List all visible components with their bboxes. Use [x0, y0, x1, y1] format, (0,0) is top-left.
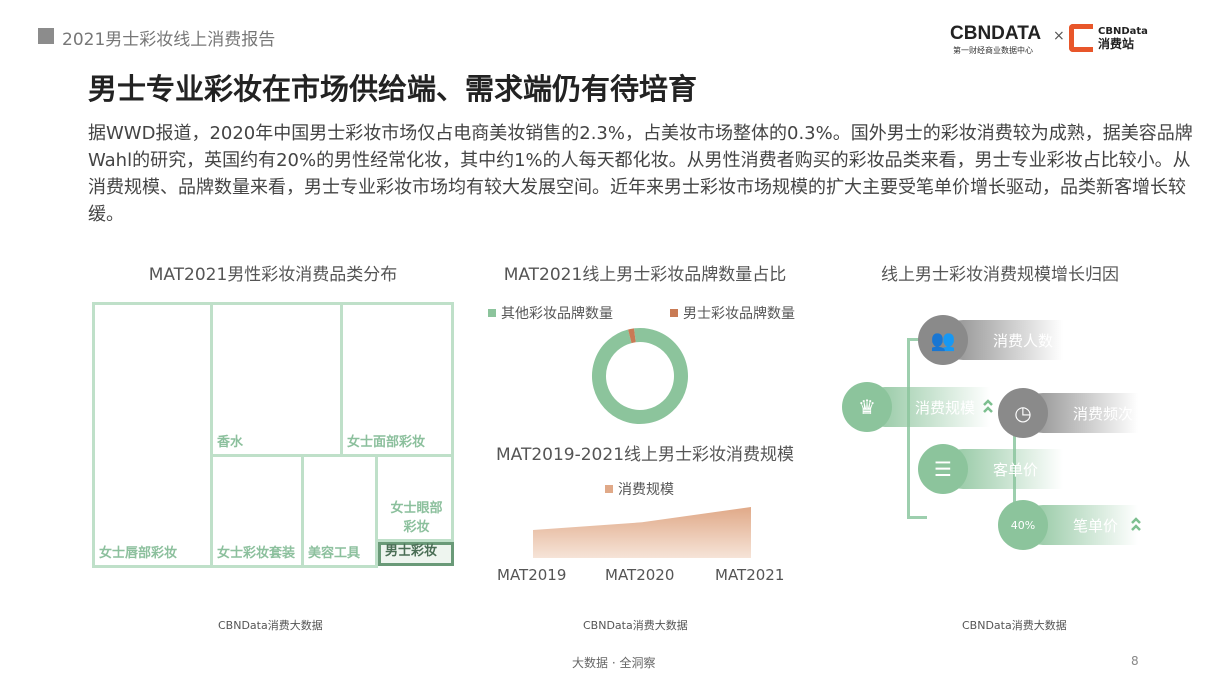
- source-label: CBNData消费大数据: [583, 619, 688, 632]
- connector: [907, 338, 910, 518]
- page-number: 8: [1131, 654, 1139, 668]
- logo-site-bottom: 消费站: [1098, 37, 1135, 51]
- xiaofeizhan-logo-icon: [1069, 24, 1093, 52]
- node-label: 消费人数: [993, 331, 1054, 350]
- area-title: MAT2019-2021线上男士彩妆消费规模: [495, 445, 795, 465]
- people-icon: 👥: [918, 315, 968, 365]
- treemap-cell-highlight: 男士彩妆: [378, 542, 454, 566]
- logo-separator: ×: [1053, 28, 1065, 44]
- area-series: [533, 507, 751, 558]
- node-label: 客单价: [993, 460, 1039, 479]
- customer-list-icon: ☰: [918, 444, 968, 494]
- legend-label: 其他彩妆品牌数量: [501, 306, 613, 322]
- legend-item: 消费规模: [605, 479, 674, 499]
- clock-chart-icon: ◷: [998, 388, 1048, 438]
- headline: 男士专业彩妆在市场供给端、需求端仍有待培育: [88, 72, 698, 106]
- connector: [907, 516, 927, 519]
- treemap-cell-label: 女士眼部彩妆: [390, 501, 443, 535]
- legend-label: 男士彩妆品牌数量: [683, 306, 795, 322]
- growth-chevrons-icon: [1131, 517, 1141, 531]
- donut-chart: [592, 328, 688, 424]
- body-paragraph: 据WWD报道，2020年中国男士彩妆市场仅占电商美妆销售的2.3%，占美妆市场整…: [88, 123, 1193, 225]
- connector: [907, 338, 927, 341]
- source-label: CBNData消费大数据: [218, 619, 323, 632]
- area-chart: [533, 507, 751, 558]
- node-label: 消费规模: [915, 398, 976, 417]
- donut-slice: [628, 328, 636, 344]
- donut-slice: [592, 328, 688, 424]
- legend-label: 消费规模: [618, 482, 674, 498]
- treemap-cell: 女士眼部彩妆: [375, 454, 454, 542]
- person-percent-icon: 40%: [998, 500, 1048, 550]
- footer-slogan: 大数据 · 全洞察: [572, 656, 656, 670]
- x-tick: MAT2019: [497, 566, 567, 584]
- crown-badge-icon: ♛: [842, 382, 892, 432]
- treemap-cell: 美容工具: [301, 454, 378, 568]
- source-label: CBNData消费大数据: [962, 619, 1067, 632]
- legend-swatch: [670, 309, 678, 317]
- legend-swatch: [488, 309, 496, 317]
- treemap-cell: 女士唇部彩妆: [92, 302, 213, 568]
- legend-item: 其他彩妆品牌数量: [488, 303, 613, 323]
- node-label: 笔单价: [1073, 516, 1119, 535]
- report-title: 2021男士彩妆线上消费报告: [62, 30, 276, 50]
- donut-title: MAT2021线上男士彩妆品牌数量占比: [503, 265, 787, 285]
- cbndata-logo-sub: 第一财经商业数据中心: [953, 46, 1033, 55]
- header-square: [38, 28, 54, 44]
- legend-item: 男士彩妆品牌数量: [670, 303, 795, 323]
- x-tick: MAT2020: [605, 566, 675, 584]
- node-label: 消费频次: [1073, 404, 1134, 423]
- treemap-cell: 女士面部彩妆: [340, 302, 454, 457]
- legend-swatch: [605, 485, 613, 493]
- diagram-title: 线上男士彩妆消费规模增长归因: [881, 265, 1119, 285]
- x-tick: MAT2021: [715, 566, 785, 584]
- logo-site-top: CBNData: [1098, 26, 1148, 37]
- treemap: 女士唇部彩妆 香水 女士面部彩妆 女士彩妆套装 美容工具 女士眼部彩妆 男士彩妆: [92, 302, 454, 568]
- growth-chevrons-icon: [983, 399, 993, 413]
- treemap-title: MAT2021男性彩妆消费品类分布: [148, 265, 398, 285]
- treemap-cell: 女士彩妆套装: [210, 454, 304, 568]
- cbndata-logo: CBNDATA: [950, 23, 1042, 44]
- treemap-cell: 香水: [210, 302, 343, 457]
